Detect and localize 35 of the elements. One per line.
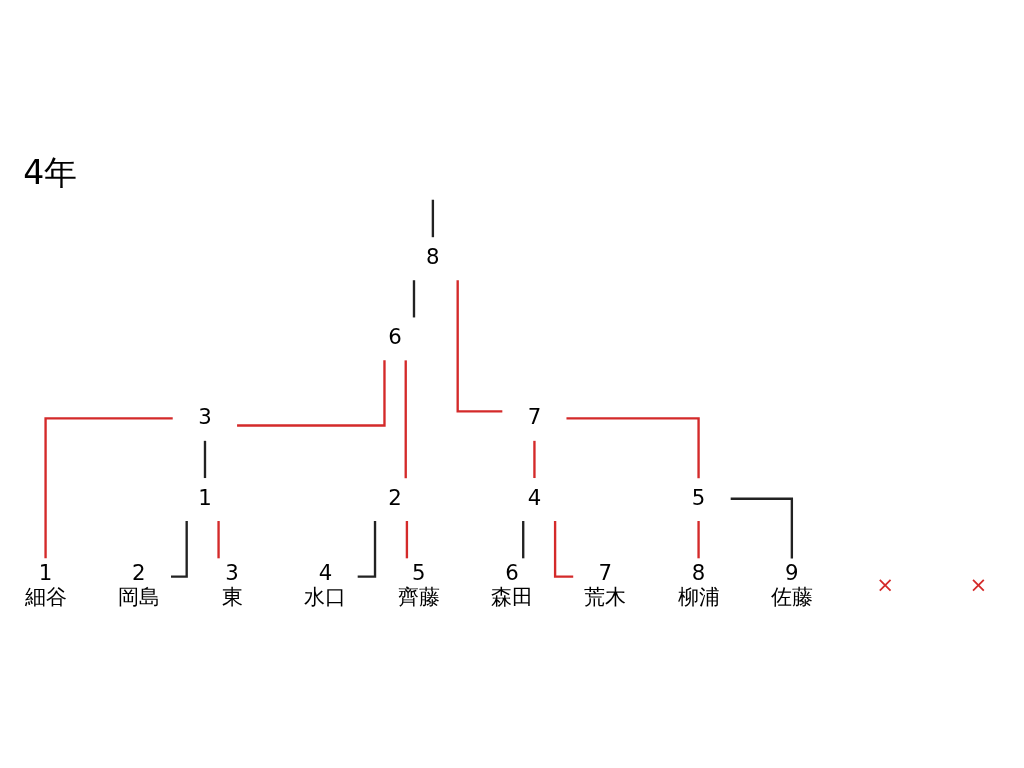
connector (44, 417, 173, 559)
node-text: 1 (198, 484, 212, 510)
node-text: 5 齊藤 (397, 560, 440, 609)
connector (412, 280, 416, 318)
node-text: 3 東 (221, 560, 243, 609)
node-text: 2 岡島 (117, 560, 160, 609)
connector (404, 360, 407, 479)
connector (431, 199, 435, 238)
node-text: 4 (527, 484, 542, 510)
connector (456, 280, 503, 413)
connector (405, 521, 409, 559)
connector (203, 440, 207, 479)
diagram-title: 4年 (23, 152, 78, 192)
node-text: 7 (527, 404, 542, 430)
connector (217, 521, 220, 559)
node-text: 1 細谷 (24, 560, 67, 609)
node-text: 4 水口 (304, 560, 347, 609)
label: × (969, 572, 988, 598)
node-text: 5 (691, 484, 706, 510)
connector (522, 521, 525, 559)
connector (730, 497, 794, 559)
label: × (876, 572, 895, 598)
node-text: 3 (198, 404, 212, 430)
connector (566, 417, 700, 479)
node-text: 8 柳浦 (677, 560, 720, 609)
connector (237, 360, 386, 427)
connector (553, 521, 574, 578)
node-text: 8 (426, 243, 440, 269)
connector (697, 521, 700, 559)
node-text: 6 (388, 324, 402, 350)
node-text: 7 荒木 (584, 560, 627, 609)
node-text: 6 森田 (491, 560, 533, 609)
node-text: 2 (388, 484, 402, 510)
connector (533, 440, 536, 479)
node-text: 9 佐藤 (770, 560, 813, 609)
